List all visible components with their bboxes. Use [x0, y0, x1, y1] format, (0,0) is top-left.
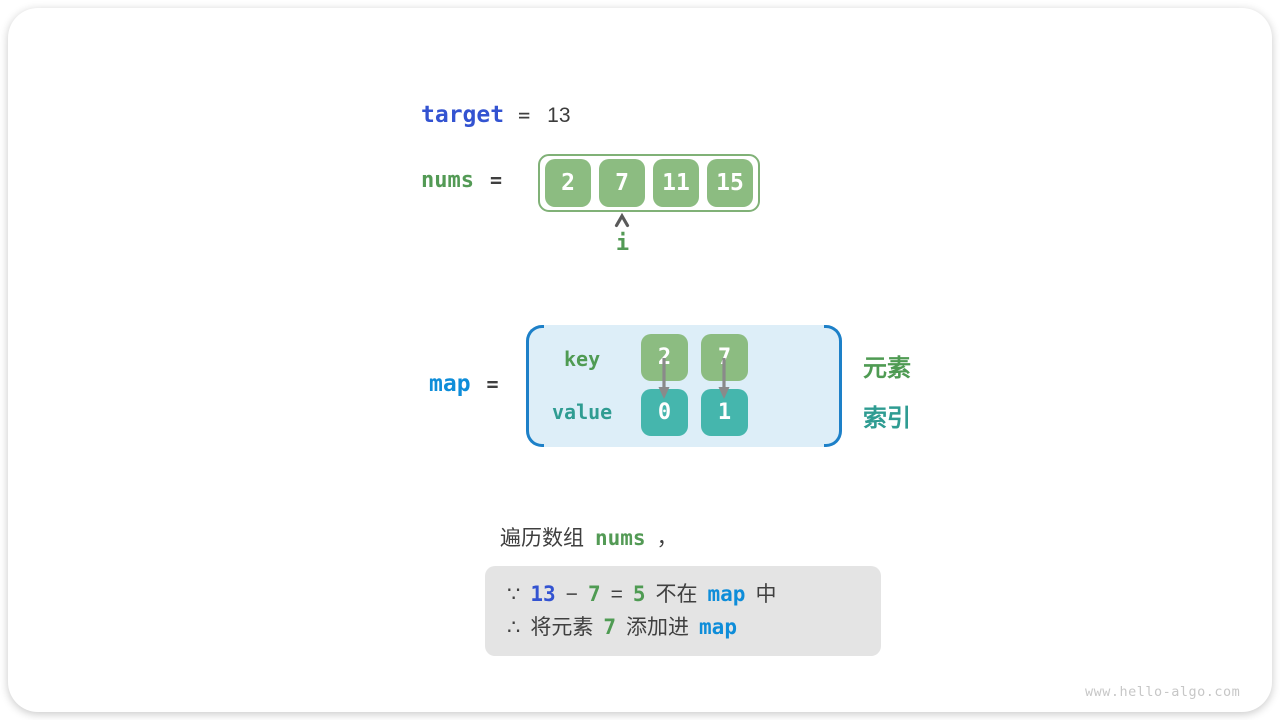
watermark: www.hello-algo.com: [1085, 684, 1241, 700]
note-text-add: 将元素: [530, 616, 594, 639]
note-text-not-in: 不在: [655, 583, 698, 606]
caption-comma: ，: [656, 527, 678, 550]
map-keyword: map: [429, 371, 471, 397]
map-key-label: key: [564, 347, 601, 371]
element-annotation: 元素: [863, 355, 911, 382]
note-num-value: 7: [603, 615, 617, 639]
note-box: ∵ 13 − 7 = 5 不在 map 中 ∴ 将元素 7 添加进 map: [485, 566, 881, 656]
caption-line: 遍历数组 nums ，: [500, 522, 678, 552]
map-label-row: map =: [429, 371, 499, 397]
target-keyword: target: [421, 102, 505, 128]
caption-text: 遍历数组: [500, 527, 584, 550]
key-to-value-arrow-icon: [718, 358, 730, 399]
array-cell: 2: [545, 159, 591, 207]
note-line-1: ∵ 13 − 7 = 5 不在 map 中: [507, 578, 881, 611]
array-cell: 11: [653, 159, 699, 207]
note-code-map: map: [707, 582, 746, 606]
therefore-symbol: ∴: [507, 616, 521, 639]
array-cell: 15: [707, 159, 753, 207]
nums-row: nums =: [421, 168, 502, 193]
array-cell: 7: [599, 159, 645, 207]
index-annotation: 索引: [863, 405, 911, 432]
note-text-into: 添加进: [626, 616, 690, 639]
map-key-cell: 2: [641, 334, 688, 381]
target-value: 13: [547, 104, 571, 127]
map-left-bracket: [526, 325, 544, 447]
map-value-label: value: [552, 400, 613, 424]
nums-equals: =: [489, 168, 503, 192]
note-diff-value: 5: [632, 582, 646, 606]
minus-sign: −: [565, 583, 578, 606]
figure-card: target = 13 nums = 2 7 11 15 i map = key…: [8, 8, 1272, 712]
nums-keyword: nums: [421, 168, 474, 193]
index-pointer-arrow-icon: [614, 213, 630, 228]
note-line-2: ∴ 将元素 7 添加进 map: [507, 611, 881, 644]
note-code-map: map: [699, 615, 737, 639]
note-num-value: 7: [587, 582, 601, 606]
target-equals: =: [518, 103, 531, 127]
index-pointer-label: i: [615, 231, 630, 256]
because-symbol: ∵: [507, 583, 521, 606]
caption-code-nums: nums: [595, 526, 646, 550]
target-row: target = 13: [421, 102, 571, 128]
equals-sign: =: [610, 583, 623, 606]
note-text-in: 中: [755, 583, 777, 606]
map-equals: =: [486, 372, 499, 396]
note-target-value: 13: [530, 582, 556, 606]
key-to-value-arrow-icon: [658, 358, 670, 399]
nums-array: 2 7 11 15: [538, 154, 760, 212]
map-right-bracket: [824, 325, 842, 447]
